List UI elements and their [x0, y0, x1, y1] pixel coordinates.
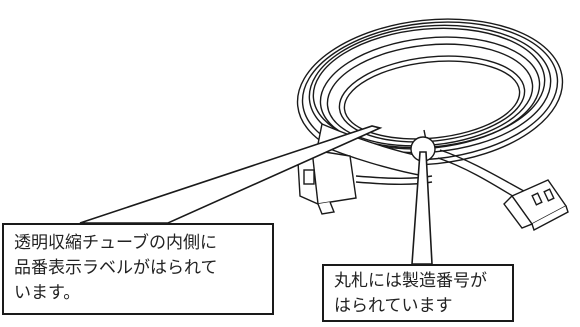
callout-shrink-tube-label: 透明収縮チューブの内側に 品番表示ラベルがはられて います。 [2, 223, 274, 315]
callout-line: はられています [334, 296, 453, 316]
callout-line: 透明収縮チューブの内側に [14, 233, 217, 253]
callout-serial-tag: 丸札には製造番号が はられています [322, 264, 514, 322]
callout-line: います。 [14, 283, 81, 303]
callout-line: 品番表示ラベルがはられて [14, 258, 218, 278]
right-connector [503, 179, 569, 232]
leader-lines [79, 125, 433, 265]
callout-line: 丸札には製造番号が [334, 271, 487, 291]
